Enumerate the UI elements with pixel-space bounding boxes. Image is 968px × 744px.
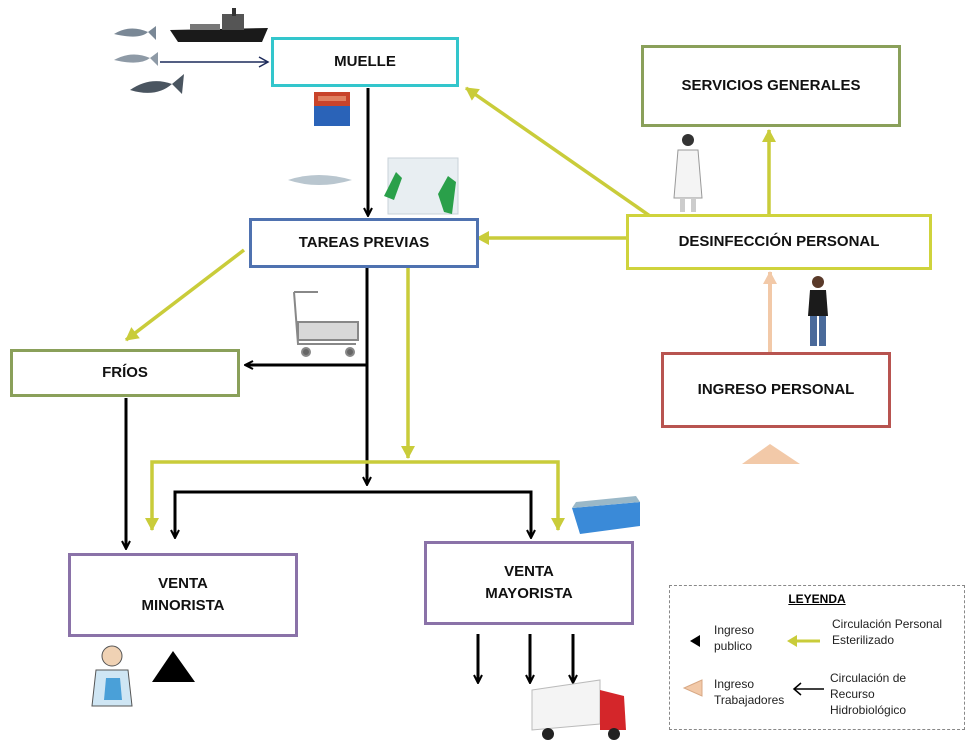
node-desinfeccion-personal: DESINFECCIÓN PERSONAL <box>626 214 932 270</box>
node-venta-minorista: VENTA MINORISTA <box>68 553 298 637</box>
node-venta-minorista-line-1: VENTA <box>158 575 208 593</box>
legend-trabajadores-text: Ingreso Trabajadores <box>714 676 784 708</box>
yellow-to-minorista-arrow <box>145 460 408 531</box>
legend-trabajadores-line-1: Ingreso <box>714 677 755 691</box>
boat-icon <box>170 8 268 42</box>
node-venta-mayorista: VENTA MAYORISTA <box>424 541 634 625</box>
yellow-to-mayorista-arrow <box>408 460 565 531</box>
apron-icon <box>673 134 703 212</box>
node-muelle-label: MUELLE <box>334 53 396 71</box>
node-servicios-generales: SERVICIOS GENERALES <box>641 45 901 127</box>
legend-trabajadores-icon <box>682 679 703 697</box>
node-desinfeccion-personal-label: DESINFECCIÓN PERSONAL <box>678 233 880 251</box>
node-venta-minorista-line-2: MINORISTA <box>141 597 225 614</box>
node-tareas-previas-label: TAREAS PREVIAS <box>298 234 430 252</box>
node-ingreso-personal-label: INGRESO PERSONAL <box>697 381 855 399</box>
node-tareas-previas: TAREAS PREVIAS <box>249 218 479 268</box>
node-muelle: MUELLE <box>271 37 459 87</box>
node-servicios-generales-label: SERVICIOS GENERALES <box>681 77 861 95</box>
legend-trabajadores-line-2: Trabajadores <box>714 693 785 708</box>
legend-recurso-line-3: Hidrobiológico <box>830 703 907 718</box>
legend-publico-line-2: publico <box>714 639 753 654</box>
truck-icon <box>531 679 626 740</box>
node-venta-mayorista-line-1: VENTA <box>504 563 554 581</box>
fish-icon <box>114 26 184 94</box>
node-frios: FRÍOS <box>10 349 240 397</box>
gloved-hands-icon <box>288 157 459 215</box>
legend-publico-text: Ingreso publico <box>714 622 754 654</box>
node-frios-label: FRÍOS <box>102 364 148 382</box>
legend-publico-line-1: Ingreso <box>714 623 755 637</box>
legend-title: LEYENDA <box>788 592 846 606</box>
tareas-to-frios-yellow-arrow <box>124 248 246 342</box>
legend-personal-line-1: Circulación Personal <box>832 617 943 631</box>
legend-personal-icon <box>787 635 820 647</box>
ingreso-trabajadores-marker <box>742 444 800 464</box>
cart-icon <box>293 291 359 357</box>
ingreso-publico-marker <box>152 651 195 682</box>
fish-crate-icon <box>314 92 350 126</box>
legend-recurso-text: Circulación de Recurso Hidrobiológico <box>830 670 906 719</box>
legend-personal-text: Circulación Personal Esterilizado <box>832 616 942 648</box>
legend-personal-line-2: Esterilizado <box>832 633 895 648</box>
legend-recurso-icon <box>792 682 824 696</box>
branch-to-minorista-arrow <box>175 490 367 537</box>
node-venta-mayorista-line-2: MAYORISTA <box>485 585 573 602</box>
branch-to-mayorista-arrow <box>367 490 531 537</box>
customer-icon <box>91 645 133 707</box>
worker-icon <box>808 276 828 346</box>
desinfeccion-to-muelle-arrow <box>465 86 651 218</box>
legend: LEYENDA Ingreso publico Circulación Pers… <box>669 585 965 730</box>
blue-crate-icon <box>572 496 640 534</box>
recurso-flows <box>126 88 573 682</box>
legend-recurso-line-1: Circulación de <box>830 671 907 685</box>
legend-recurso-line-2: Recurso <box>830 687 875 702</box>
legend-publico-icon <box>690 635 700 647</box>
node-ingreso-personal: INGRESO PERSONAL <box>661 352 891 428</box>
personal-flows <box>124 86 776 531</box>
